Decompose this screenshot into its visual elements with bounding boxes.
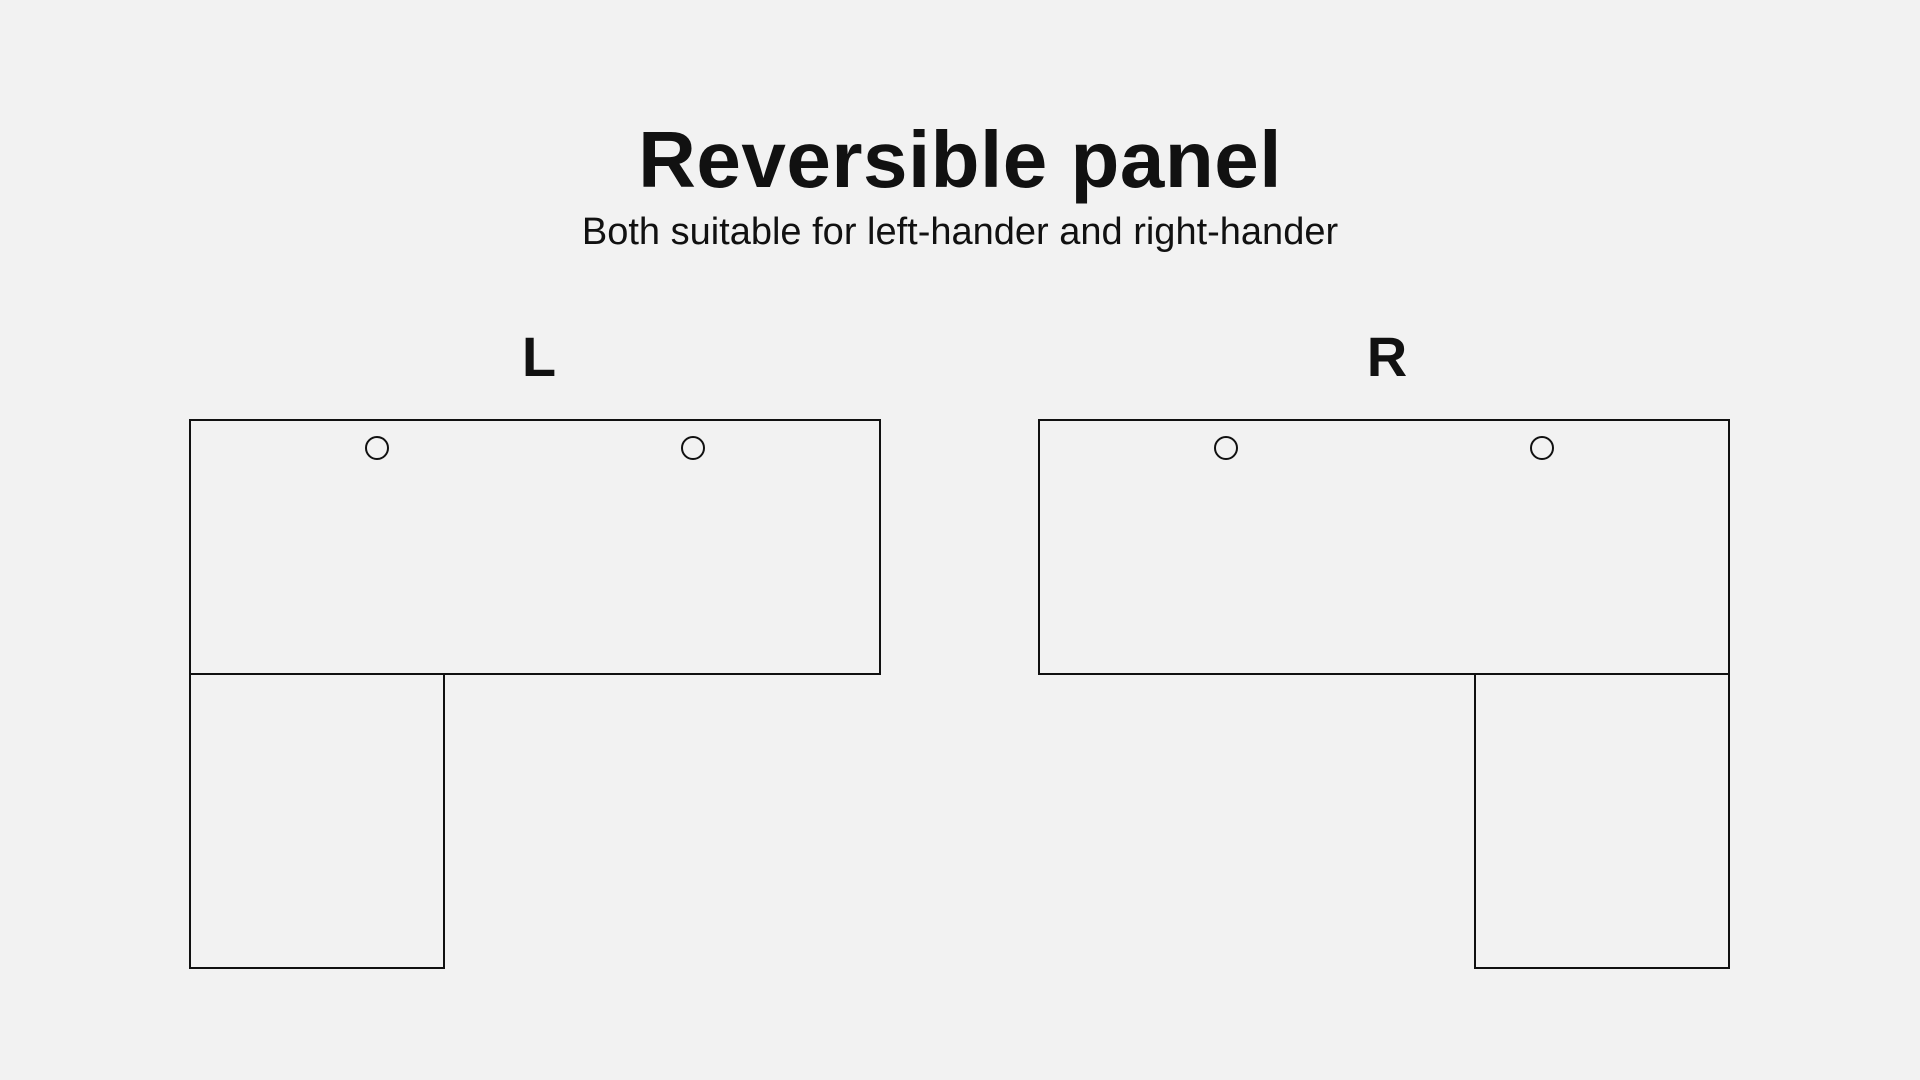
right-variant-label: R <box>1366 325 1408 388</box>
left-hole-1 <box>365 436 389 460</box>
left-hole-2 <box>681 436 705 460</box>
right-return-panel <box>1474 673 1730 969</box>
page-subtitle: Both suitable for left-hander and right-… <box>581 211 1339 253</box>
right-desk-diagram <box>1038 419 1730 969</box>
left-return-panel <box>189 673 445 969</box>
right-hole-2 <box>1530 436 1554 460</box>
left-variant-label: L <box>521 325 557 388</box>
right-hole-1 <box>1214 436 1238 460</box>
page-title: Reversible panel <box>638 115 1282 204</box>
left-main-panel <box>189 419 881 675</box>
left-desk-diagram <box>189 419 881 969</box>
right-main-panel <box>1038 419 1730 675</box>
